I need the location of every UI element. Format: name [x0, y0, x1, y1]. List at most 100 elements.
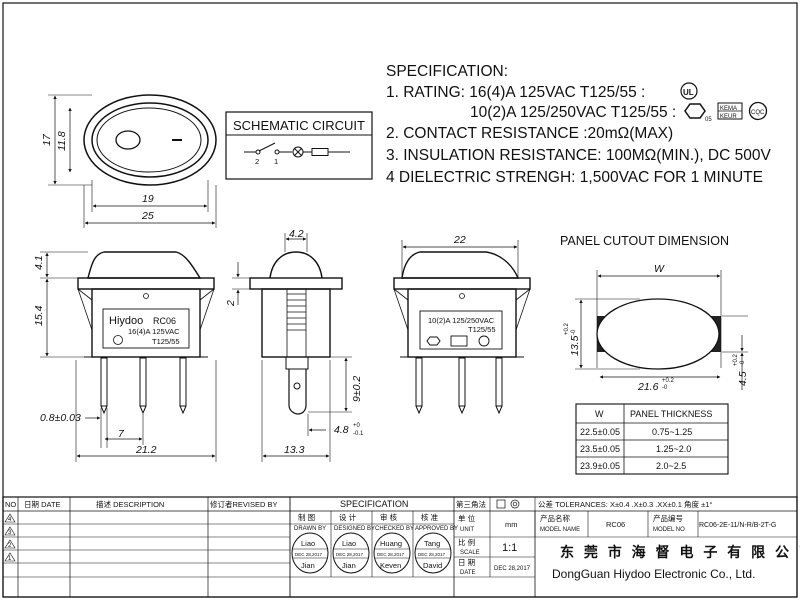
tb-company-en: DongGuan Hiydoo Electronic Co., Ltd. — [552, 567, 755, 581]
tb-col-desc: 描述 DESCRIPTION — [96, 499, 164, 509]
tb-checked-by-en: CHECKED BY — [375, 526, 414, 532]
schematic-pin-1: 1 — [274, 157, 278, 166]
dim-back-width: 22 — [453, 234, 466, 246]
spec-contact-resistance: 2. CONTACT RESISTANCE :20mΩ(MAX) — [386, 125, 673, 142]
top-view: 17 11.8 19 25 — [41, 94, 217, 228]
tb-scale-en: SCALE — [460, 550, 480, 556]
tb-company-cn: 东 莞 市 海 督 电 子 有 限 公 司 — [560, 544, 800, 560]
spec-rating-line2: 10(2)A 125/250VAC T125/55 : — [470, 104, 676, 121]
tb-projection: 第三角法 — [456, 499, 486, 509]
panel-thickness-table — [575, 403, 729, 475]
back-view — [393, 240, 531, 415]
dim-side-tab-tol-up: +0 — [353, 423, 361, 429]
tb-tolerances: 公差 TOLERANCES: X±0.4 .X±0.3 .XX±0.1 角度 ±… — [538, 499, 712, 509]
svg-text:David: David — [423, 561, 442, 570]
tb-unit: 单 位 — [458, 513, 476, 523]
svg-text:Huang: Huang — [380, 539, 402, 548]
tb-designed-by-en: DESIGNED BY — [334, 526, 375, 532]
tb-drawn-by: 制 图 — [298, 512, 315, 522]
svg-text:DEC 28,2017: DEC 28,2017 — [418, 552, 446, 557]
tb-designed-by: 设 计 — [339, 512, 357, 522]
dim-front-body: 15.4 — [33, 305, 45, 326]
tb-approved-by-en: APPROVED BY — [415, 526, 458, 532]
ul-mark-small-icon — [113, 335, 123, 345]
dim-front-pin-pitch: 7 — [118, 428, 125, 440]
svg-text:DEC 28,2017: DEC 28,2017 — [377, 552, 405, 557]
revision-triangle-icon — [4, 513, 16, 562]
tb-model-no-value: RC06-2E-11/N-R/B-2T-G — [699, 522, 776, 529]
tb-unit-value: mm — [505, 520, 518, 529]
tb-rev-row: 3 — [8, 530, 12, 536]
dim-panel-width-tol-low: -0 — [662, 385, 668, 391]
tb-model-no: 产品编号 — [653, 513, 683, 523]
specification-block: SPECIFICATION: 1. RATING: 16(4)A 125VAC … — [386, 63, 771, 186]
spec-insulation-resistance: 3. INSULATION RESISTANCE: 100MΩ(MIN.), D… — [386, 147, 771, 164]
table-cell: 23.5±0.05 — [580, 444, 620, 454]
svg-text:Liao: Liao — [342, 539, 356, 548]
table-cell: 23.9±0.05 — [580, 461, 620, 471]
dim-side-width: 13.3 — [284, 444, 305, 456]
dim-panel-depth-tol: +0.2 — [733, 353, 739, 366]
front-label-brand: Hiydoo — [109, 315, 143, 327]
svg-text:Tang: Tang — [424, 539, 440, 548]
table-header-w: W — [595, 409, 604, 419]
third-angle-projection-icon — [496, 499, 520, 509]
signature-stamp: Huang DEC 28,2017 Keven — [373, 532, 411, 574]
table-cell: 22.5±0.05 — [580, 427, 620, 437]
dim-top-width: 25 — [141, 210, 154, 222]
svg-text:CQC: CQC — [751, 110, 765, 116]
panel-cutout-drawing — [575, 270, 748, 390]
tb-col-revised: 修订者REVISED BY — [210, 499, 278, 509]
svg-text:Jian: Jian — [301, 561, 315, 570]
tb-date-value: DEC 28,2017 — [494, 566, 531, 572]
tb-approved-by: 核 准 — [421, 512, 439, 522]
front-label-temp: T125/55 — [152, 337, 180, 346]
tb-model-name-value: RC06 — [606, 520, 625, 529]
signature-stamp: Liao DEC 28,2017 Jian — [332, 532, 370, 574]
table-cell: 1.25~2.0 — [656, 444, 691, 454]
panel-cutout-title: PANEL CUTOUT DIMENSION — [560, 234, 729, 248]
table-header-thickness: PANEL THICKNESS — [630, 409, 712, 419]
dim-panel-width-tol: +0.2 — [662, 378, 675, 384]
tb-checked-by: 审 核 — [380, 512, 398, 522]
tb-model-no-en: MODEL NO — [653, 527, 685, 533]
schematic-title: SCHEMATIC CIRCUIT — [233, 118, 365, 133]
tb-scale: 比 例 — [458, 537, 475, 547]
tb-unit-en: UNIT — [460, 527, 474, 533]
svg-text:Liao: Liao — [301, 539, 315, 548]
tb-scale-value: 1:1 — [502, 542, 517, 554]
tb-rev-row: 4 — [8, 517, 12, 523]
switch-symbol-icon — [244, 142, 350, 158]
dim-side-tab: 4.8 — [334, 424, 349, 436]
tb-col-no: NO — [5, 500, 16, 509]
dim-panel-width: 21.6 — [637, 381, 659, 393]
front-label-rating: 16(4)A 125VAC — [128, 327, 180, 336]
tb-rev-row: 2 — [8, 543, 12, 549]
spec-dielectric-strength: 4 DIELECTRIC STRENGH: 1,500VAC FOR 1 MIN… — [386, 169, 763, 186]
spec-rating-line1: 1. RATING: 16(4)A 125VAC T125/55 : — [386, 84, 645, 101]
tb-col-date: 日期 DATE — [24, 500, 61, 509]
svg-text:DEC 28,2017: DEC 28,2017 — [295, 552, 323, 557]
dim-side-top: 4.2 — [289, 228, 304, 240]
tb-date-en: DATE — [460, 570, 476, 576]
schematic-circuit: SCHEMATIC CIRCUIT 2 1 — [225, 111, 373, 180]
dim-top-lens-height: 11.8 — [56, 131, 68, 151]
front-label-model: RC06 — [153, 316, 176, 326]
table-cell: 2.0~2.5 — [656, 461, 686, 471]
table-cell: 0.75~1.25 — [652, 427, 692, 437]
tb-rev-row: 1 — [8, 556, 12, 562]
svg-text:KEMA: KEMA — [720, 106, 737, 112]
cqc-mark-icon: CQC — [748, 101, 768, 121]
dim-top-height: 17 — [41, 133, 53, 146]
svg-text:UL: UL — [683, 88, 694, 97]
ul-mark-icon: UL — [680, 82, 698, 100]
signature-stamp: Tang DEC 28,2017 David — [414, 532, 452, 574]
tb-model-name-en: MODEL NAME — [540, 527, 580, 533]
dim-side-2: 2 — [225, 300, 237, 307]
dim-top-lens-width: 19 — [142, 193, 154, 205]
tb-model-name: 产品名称 — [540, 513, 570, 523]
panel-label-w: W — [654, 263, 665, 275]
dim-panel-depth-tol-low: -0 — [740, 360, 746, 366]
title-block — [2, 496, 798, 598]
kema-keur-mark-icon: KEMA KEUR — [717, 102, 743, 120]
